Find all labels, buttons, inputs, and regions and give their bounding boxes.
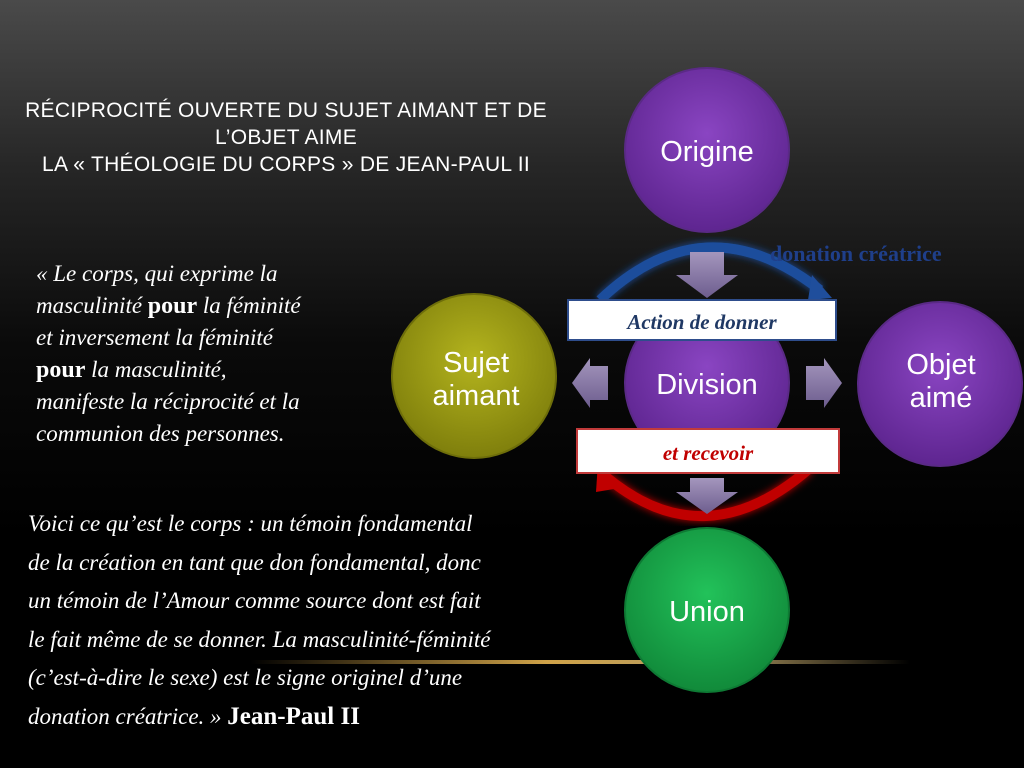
quote1-line-2: masculinité pour la féminité	[36, 292, 301, 319]
node-union: Union	[624, 527, 790, 693]
decorative-glow-line	[250, 660, 910, 664]
quote2-line-6: donation créatrice. » Jean-Paul II	[28, 702, 360, 730]
quote2-line-1: Voici ce qu’est le corps : un témoin fon…	[28, 511, 473, 536]
red-arc	[601, 464, 814, 521]
blue-arc	[596, 242, 824, 304]
quote2-line-2: de la création en tant que don fondament…	[28, 549, 481, 575]
arrow-down-union	[676, 478, 738, 514]
quote-part-2: Voici ce qu’est le corps : un témoin fon…	[28, 505, 608, 736]
svg-text:aimant: aimant	[432, 380, 519, 412]
et-recevoir-box: et recevoir	[576, 428, 840, 474]
donation-creatrice-label: donation créatrice	[770, 241, 942, 266]
quote-part-1: « Le corps, qui exprime la masculinité p…	[36, 258, 376, 449]
quote2-line-4: le fait même de se donner. La masculinit…	[28, 626, 491, 652]
quote1-line-1: « Le corps, qui exprime la	[36, 261, 278, 286]
quote1-line-5: manifeste la réciprocité et la	[36, 389, 300, 414]
node-objet-aime: Objet aimé	[857, 301, 1023, 467]
quote1-line-3: et inversement la féminité	[36, 325, 273, 350]
node-origine: Origine	[624, 67, 790, 233]
arrow-down-origine	[676, 252, 738, 298]
action-de-donner-box: Action de donner	[567, 299, 837, 341]
title-line-2: L’OBJET AIME	[214, 126, 358, 149]
svg-text:Union: Union	[669, 596, 745, 628]
svg-text:Division: Division	[656, 369, 758, 401]
arrow-right-objet	[806, 358, 842, 408]
svg-text:Origine: Origine	[660, 136, 754, 168]
svg-text:Objet: Objet	[906, 349, 975, 381]
quote2-line-3: un témoin de l’Amour comme source dont e…	[28, 588, 481, 613]
svg-text:Sujet: Sujet	[443, 347, 509, 379]
node-sujet-aimant: Sujet aimant	[391, 293, 557, 459]
node-division: Division	[624, 300, 790, 466]
blue-arc-arrowhead	[808, 275, 832, 300]
quote1-line-6: communion des personnes.	[36, 420, 285, 446]
quote1-line-4: pour la masculinité,	[36, 356, 227, 383]
arrow-left-sujet	[572, 358, 608, 408]
svg-text:aimé: aimé	[910, 382, 973, 414]
title-line-1: RÉCIPROCITÉ OUVERTE DU SUJET AIMANT ET D…	[25, 99, 547, 122]
slide-title: RÉCIPROCITÉ OUVERTE DU SUJET AIMANT ET D…	[10, 97, 562, 178]
quote-author: Jean-Paul II	[227, 702, 360, 730]
title-line-3: LA « THÉOLOGIE DU CORPS » DE JEAN-PAUL I…	[41, 153, 531, 176]
quote2-line-5: (c’est-à-dire le sexe) est le signe orig…	[28, 665, 463, 690]
